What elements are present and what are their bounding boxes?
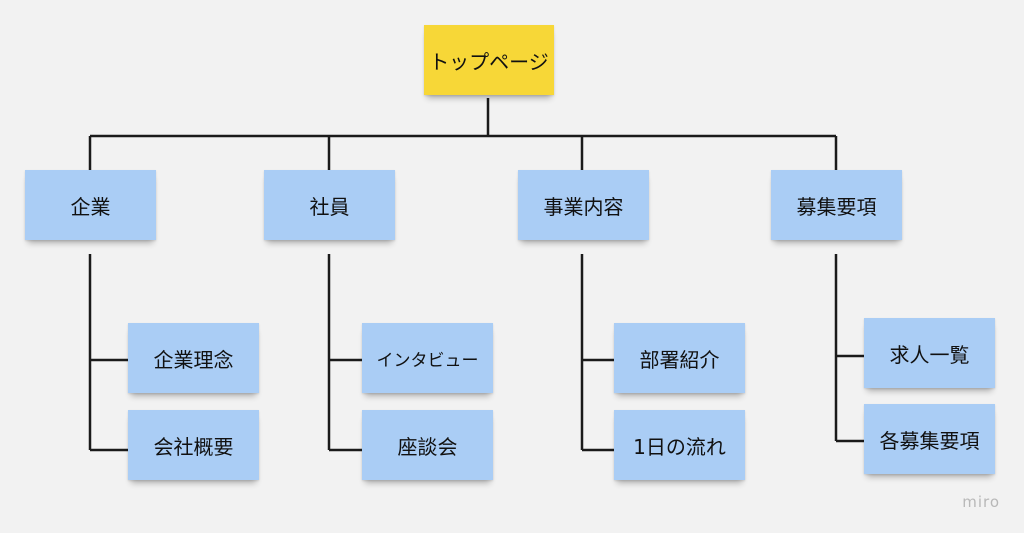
- page-label: 会社概要: [153, 434, 234, 459]
- category-label: 募集要項: [796, 194, 877, 219]
- page-label: インタビュー: [376, 350, 479, 371]
- category-note-kigyo[interactable]: 企業: [25, 170, 156, 240]
- page-label: 各募集要項: [879, 428, 980, 453]
- page-note-kaisha-gaiyo[interactable]: 会社概要: [128, 410, 259, 480]
- miro-watermark: miro: [962, 493, 1000, 511]
- root-note[interactable]: トップページ: [424, 25, 554, 95]
- category-label: 企業: [70, 194, 111, 219]
- page-note-interview[interactable]: インタビュー: [362, 323, 493, 393]
- page-label: 部署紹介: [639, 347, 720, 372]
- page-note-kyujin-ichiran[interactable]: 求人一覧: [864, 318, 995, 388]
- category-label: 社員: [309, 194, 350, 219]
- page-label: 企業理念: [153, 347, 234, 372]
- page-label: 座談会: [397, 434, 458, 459]
- page-label: 求人一覧: [889, 342, 970, 367]
- category-note-shain[interactable]: 社員: [264, 170, 395, 240]
- page-note-ichinichi[interactable]: 1日の流れ: [614, 410, 745, 480]
- page-note-kigyo-rinen[interactable]: 企業理念: [128, 323, 259, 393]
- page-note-busho-shokai[interactable]: 部署紹介: [614, 323, 745, 393]
- page-label: 1日の流れ: [633, 434, 726, 459]
- category-note-boshu[interactable]: 募集要項: [771, 170, 902, 240]
- category-note-jigyo[interactable]: 事業内容: [518, 170, 649, 240]
- root-note-label: トップページ: [429, 49, 549, 74]
- category-label: 事業内容: [543, 194, 624, 219]
- page-note-zadankai[interactable]: 座談会: [362, 410, 493, 480]
- page-note-kaku-boshu-yoko[interactable]: 各募集要項: [864, 404, 995, 474]
